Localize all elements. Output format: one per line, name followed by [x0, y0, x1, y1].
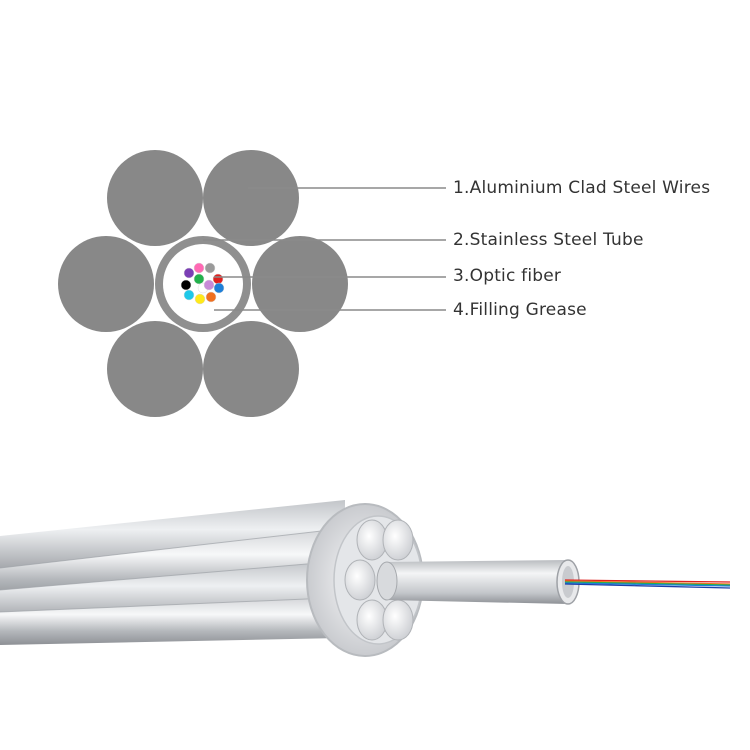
- cross-section: [58, 150, 348, 417]
- end-wire: [382, 599, 414, 641]
- optic-fiber: [194, 293, 206, 305]
- optic-fiber: [204, 262, 216, 274]
- optic-fiber: [193, 262, 205, 274]
- steel-wire: [58, 236, 154, 332]
- optic-fiber: [203, 279, 215, 291]
- steel-wire: [203, 150, 299, 246]
- callout-label-stainless-steel-tube: 2.Stainless Steel Tube: [453, 230, 644, 250]
- callout-label-filling-grease: 4.Filling Grease: [453, 300, 587, 320]
- optic-fiber-bundle: [180, 262, 225, 305]
- callout-label-aluminium-clad-steel-wires: 1.Aluminium Clad Steel Wires: [453, 178, 711, 198]
- optic-fiber: [205, 291, 217, 303]
- steel-wire: [203, 321, 299, 417]
- protruding-steel-tube: [386, 560, 568, 604]
- callout-label-optic-fiber: 3.Optic fiber: [453, 266, 562, 286]
- optic-fiber: [180, 279, 192, 291]
- optic-fiber: [193, 273, 205, 285]
- end-wire: [344, 559, 376, 601]
- emerging-fibers: [564, 579, 731, 589]
- cable-illustration: [0, 500, 731, 657]
- cable-strand: [0, 562, 335, 622]
- cable-strand: [0, 598, 340, 645]
- leader-lines: [203, 187, 446, 311]
- optic-fiber: [212, 273, 224, 285]
- optic-fiber: [183, 267, 195, 279]
- steel-wire: [252, 236, 348, 332]
- cable-strand: [0, 500, 345, 574]
- optic-fiber: [213, 282, 225, 294]
- end-wire: [382, 519, 414, 561]
- steel-wire: [107, 150, 203, 246]
- steel-wire: [107, 321, 203, 417]
- optic-fiber: [183, 289, 195, 301]
